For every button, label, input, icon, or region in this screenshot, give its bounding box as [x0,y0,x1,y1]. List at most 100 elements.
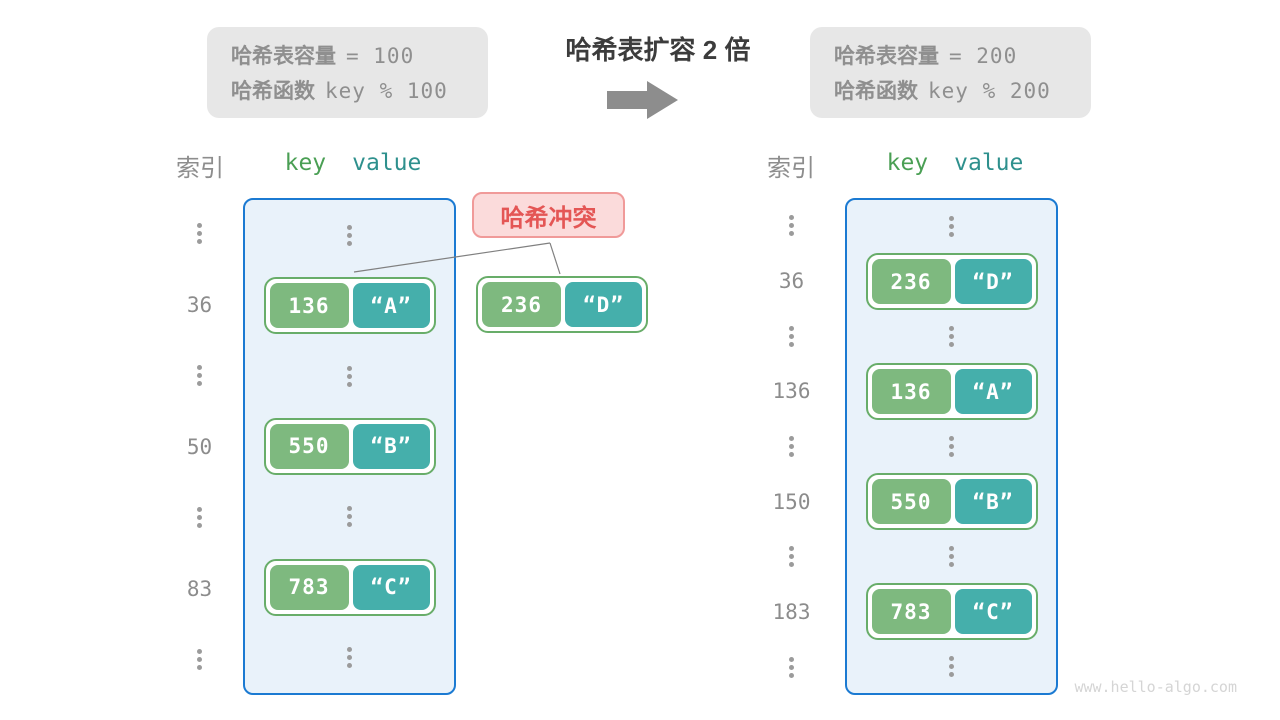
value-cell: “A” [352,283,430,329]
index-column-header-right: 索引 [767,155,815,182]
kv-pair: 783 “C” [263,558,436,616]
kv-pair: 236 “D” [865,253,1038,310]
key-cell: 550 [871,479,951,524]
table-row: 136 “A” [245,270,454,340]
capacity-info-box-old: 哈希表容量 = 100 哈希函数 key % 100 [207,27,488,118]
capacity-info-box-new: 哈希表容量 = 200 哈希函数 key % 200 [810,27,1091,118]
value-cell: “B” [352,423,430,469]
table-row [847,310,1056,363]
index-label: 83 [186,576,213,601]
capacity-label: 哈希表容量 [231,45,336,68]
table-row [245,200,454,270]
table-row [245,482,454,552]
key-header-label: key [284,150,327,176]
index-ellipsis [754,529,829,584]
kv-pair: 783 “C” [865,583,1038,640]
value-cell: “D” [565,282,642,327]
table-row [847,420,1056,473]
ellipsis-dots [197,365,202,386]
table-row: 550 “B” [847,473,1056,530]
key-cell: 136 [871,369,951,414]
index-label: 150 [772,489,811,514]
index-column-old: 36 50 83 [162,198,237,695]
index-label: 183 [772,600,811,625]
ellipsis-dots [197,223,202,244]
key-value-header-left: key value [273,150,433,176]
index-ellipsis [162,198,237,269]
diagram-title: 哈希表扩容 2 倍 [565,35,751,65]
table-row: 783 “C” [847,583,1056,640]
ellipsis-dots [789,435,794,457]
index-column-header-left: 索引 [176,155,224,182]
ellipsis-dots [789,215,794,237]
hash-table-new: 236 “D” 136 “A” 550 “B” 783 “C” [845,198,1058,695]
value-header-label: value [352,150,422,176]
ellipsis-dots [789,656,794,678]
table-row [245,623,454,693]
key-cell: 136 [269,283,349,329]
value-header-label: value [954,150,1024,176]
ellipsis-dots [347,224,352,246]
table-row [847,200,1056,253]
ellipsis-dots [789,546,794,568]
value-cell: “A” [954,369,1032,414]
watermark: www.hello-algo.com [1074,678,1237,696]
value-cell: “C” [954,589,1032,634]
ellipsis-dots [197,507,202,528]
table-row [847,530,1056,583]
table-row [847,640,1056,693]
index-column-new: 36 136 150 183 [754,198,829,695]
index-ellipsis [754,419,829,474]
capacity-line: 哈希表容量 = 100 [231,40,488,70]
index-ellipsis [754,308,829,363]
index-ellipsis [162,624,237,695]
key-header-label: key [886,150,929,176]
capacity-value: = 100 [346,44,415,68]
hash-function-label: 哈希函数 [834,80,918,103]
key-cell: 783 [871,589,951,634]
table-row: 783 “C” [245,552,454,622]
ellipsis-dots [949,656,954,677]
table-row: 136 “A” [847,363,1056,420]
key-cell: 550 [269,423,349,469]
capacity-line: 哈希表容量 = 200 [834,40,1091,70]
capacity-label: 哈希表容量 [834,45,939,68]
kv-pair: 550 “B” [263,417,436,475]
index-ellipsis [162,340,237,411]
value-cell: “C” [352,564,430,610]
value-cell: “D” [954,259,1032,304]
key-cell: 236 [871,259,951,304]
key-value-header-right: key value [875,150,1035,176]
hash-conflict-callout: 哈希冲突 [472,192,625,238]
ellipsis-dots [949,326,954,347]
hash-function-label: 哈希函数 [231,80,315,103]
key-cell: 236 [482,282,561,327]
ellipsis-dots [949,546,954,567]
ellipsis-dots [347,506,352,528]
capacity-value: = 200 [949,44,1018,68]
key-cell: 783 [269,564,349,610]
ellipsis-dots [347,647,352,669]
kv-pair: 136 “A” [865,363,1038,420]
ellipsis-dots [197,649,202,670]
index-label: 36 [778,268,805,293]
hash-function-expr: key % 100 [325,79,448,103]
index-label: 136 [772,379,811,404]
index-ellipsis [162,482,237,553]
index-ellipsis [754,198,829,253]
colliding-kv-pair: 236 “D” [476,276,648,333]
index-label: 50 [186,434,213,459]
ellipsis-dots [347,365,352,387]
kv-pair: 550 “B” [865,473,1038,530]
index-ellipsis [754,640,829,695]
table-row: 550 “B” [245,411,454,481]
hash-table-old: 136 “A” 550 “B” 783 “C” [243,198,456,695]
table-row [245,341,454,411]
ellipsis-dots [949,436,954,457]
table-row: 236 “D” [847,253,1056,310]
hash-function-line: 哈希函数 key % 100 [231,75,488,105]
ellipsis-dots [949,216,954,237]
index-label: 36 [186,292,213,317]
right-arrow-icon [607,81,678,119]
